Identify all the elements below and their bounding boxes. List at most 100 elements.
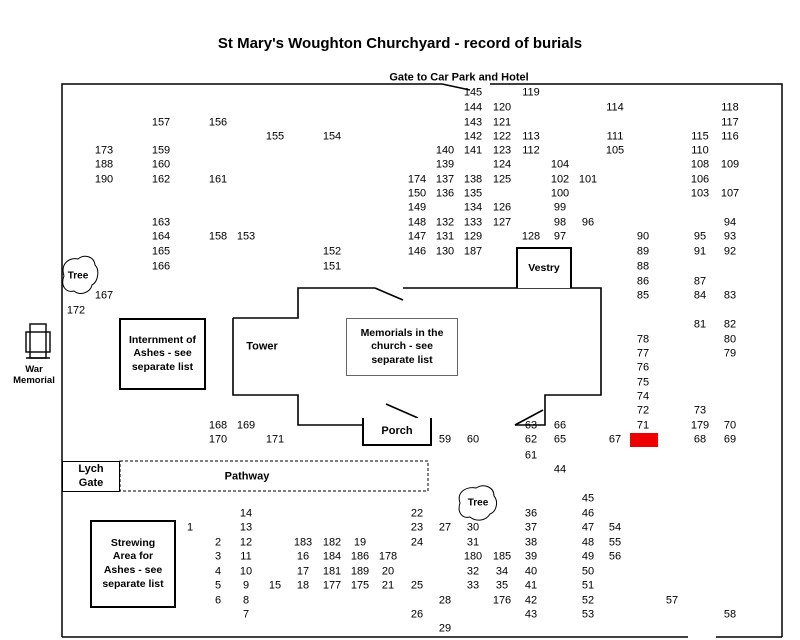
grave-number: 179 — [690, 419, 710, 432]
grave-number: 132 — [435, 216, 455, 229]
grave-number: 173 — [94, 144, 114, 157]
grave-number: 86 — [636, 275, 650, 288]
grave-number: 144 — [463, 101, 483, 114]
gate-leaf — [441, 83, 471, 91]
grave-number: 122 — [492, 130, 512, 143]
grave-number: 114 — [606, 101, 624, 114]
grave-number: 74 — [636, 390, 650, 403]
grave-number: 182 — [322, 536, 342, 549]
grave-number: 73 — [693, 404, 707, 417]
grave-number: 87 — [693, 275, 707, 288]
internment-of-ashes: Internment of Ashes - see separate list — [119, 318, 206, 390]
grave-number: 45 — [581, 492, 595, 505]
grave-number: 160 — [151, 158, 171, 171]
grave-number: 52 — [581, 594, 595, 607]
grave-number: 91 — [693, 245, 707, 258]
grave-number: 171 — [265, 433, 285, 446]
grave-number: 125 — [492, 173, 512, 186]
war-memorial-symbol — [25, 323, 51, 359]
grave-number: 104 — [550, 158, 570, 171]
grave-number: 22 — [410, 507, 424, 520]
grave-number: 186 — [350, 550, 370, 563]
grave-number: 189 — [350, 565, 370, 578]
grave-number: 57 — [665, 594, 679, 607]
grave-number: 10 — [239, 565, 253, 578]
grave-number: 116 — [721, 130, 739, 143]
grave-number: 140 — [435, 144, 455, 157]
grave-number: 3 — [214, 550, 222, 563]
lych-gate-label: Lych Gate — [78, 463, 104, 489]
grave-number: 103 — [690, 187, 710, 200]
grave-number: 138 — [463, 173, 483, 186]
grave-number: 161 — [208, 173, 228, 186]
grave-number: 89 — [636, 245, 650, 258]
grave-number: 153 — [236, 230, 256, 243]
grave-number: 62 — [524, 433, 538, 446]
grave-number: 110 — [691, 144, 709, 157]
highlighted-plot[interactable] — [630, 433, 658, 447]
strewing-label: Strewing Area for Ashes - see separate l… — [102, 536, 164, 590]
grave-number: 66 — [553, 419, 567, 432]
grave-number: 121 — [492, 116, 512, 129]
grave-number: 172 — [66, 304, 86, 317]
grave-number: 65 — [553, 433, 567, 446]
grave-number: 2 — [214, 536, 222, 549]
grave-number: 46 — [581, 507, 595, 520]
tree-south-label: Tree — [467, 497, 489, 509]
grave-number: 75 — [636, 376, 650, 389]
grave-number: 106 — [690, 173, 710, 186]
grave-number: 98 — [553, 216, 567, 229]
grave-number: 177 — [322, 579, 342, 592]
boundary-top-left — [61, 83, 442, 637]
memorials-in-church: Memorials in the church - see separate l… — [346, 318, 458, 376]
grave-number: 9 — [242, 579, 250, 592]
grave-number: 70 — [723, 419, 737, 432]
tree-west-shape — [62, 255, 99, 294]
grave-number: 25 — [410, 579, 424, 592]
grave-number: 13 — [239, 521, 253, 534]
grave-number: 55 — [608, 536, 622, 549]
gate-label: Gate to Car Park and Hotel — [389, 71, 529, 84]
grave-number: 17 — [296, 565, 310, 578]
grave-number: 169 — [236, 419, 256, 432]
grave-number: 136 — [435, 187, 455, 200]
grave-number: 40 — [524, 565, 538, 578]
grave-number: 165 — [151, 245, 171, 258]
pathway-label: Pathway — [224, 470, 270, 483]
grave-number: 115 — [691, 130, 709, 143]
grave-number: 30 — [466, 521, 480, 534]
grave-number: 168 — [208, 419, 228, 432]
tower-label: Tower — [246, 340, 278, 353]
grave-number: 147 — [407, 230, 427, 243]
grave-number: 84 — [693, 289, 707, 302]
grave-number: 35 — [495, 579, 509, 592]
grave-number: 133 — [463, 216, 483, 229]
grave-number: 151 — [322, 260, 342, 273]
grave-number: 43 — [524, 608, 538, 621]
grave-number: 59 — [438, 433, 452, 446]
grave-number: 158 — [208, 230, 228, 243]
grave-number: 163 — [151, 216, 171, 229]
porch-label: Porch — [381, 424, 413, 437]
grave-number: 36 — [524, 507, 538, 520]
grave-number: 101 — [578, 173, 598, 186]
vestry: Vestry — [516, 247, 572, 288]
grave-number: 1 — [186, 521, 194, 534]
grave-number: 81 — [693, 318, 707, 331]
grave-number: 109 — [720, 158, 740, 171]
grave-number: 60 — [466, 433, 480, 446]
grave-number: 126 — [492, 201, 512, 214]
grave-number: 117 — [721, 116, 739, 129]
grave-number: 124 — [492, 158, 512, 171]
grave-number: 131 — [435, 230, 455, 243]
grave-number: 128 — [521, 230, 541, 243]
grave-number: 32 — [466, 565, 480, 578]
grave-number: 159 — [151, 144, 171, 157]
grave-number: 39 — [524, 550, 538, 563]
grave-number: 130 — [435, 245, 455, 258]
grave-number: 77 — [636, 347, 650, 360]
vestry-label: Vestry — [528, 261, 560, 274]
grave-number: 185 — [492, 550, 512, 563]
grave-number: 123 — [492, 144, 512, 157]
grave-number: 105 — [605, 144, 625, 157]
